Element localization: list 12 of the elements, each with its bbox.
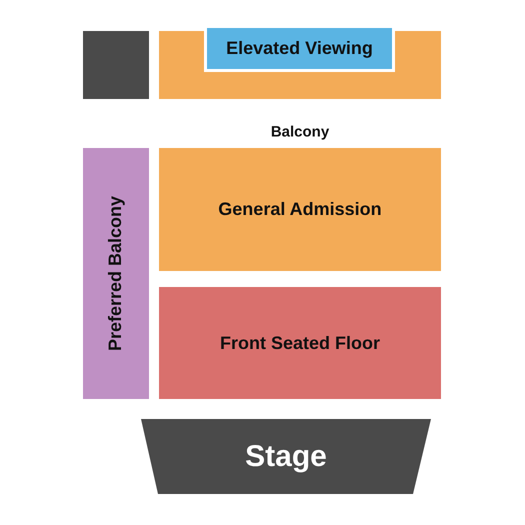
section-label: Preferred Balcony	[106, 196, 126, 352]
seating-section	[204, 28, 395, 72]
seating-section	[159, 287, 441, 399]
section-label: Elevated Viewing	[226, 38, 373, 59]
section-label: Front Seated Floor	[220, 332, 380, 354]
section-label: General Admission	[218, 199, 382, 220]
dark-block	[83, 31, 149, 99]
seating-section	[83, 148, 149, 399]
seating-section	[159, 148, 441, 271]
stage-label: Stage	[245, 440, 327, 474]
area-label: Balcony	[270, 124, 330, 140]
dark-block	[159, 31, 441, 99]
